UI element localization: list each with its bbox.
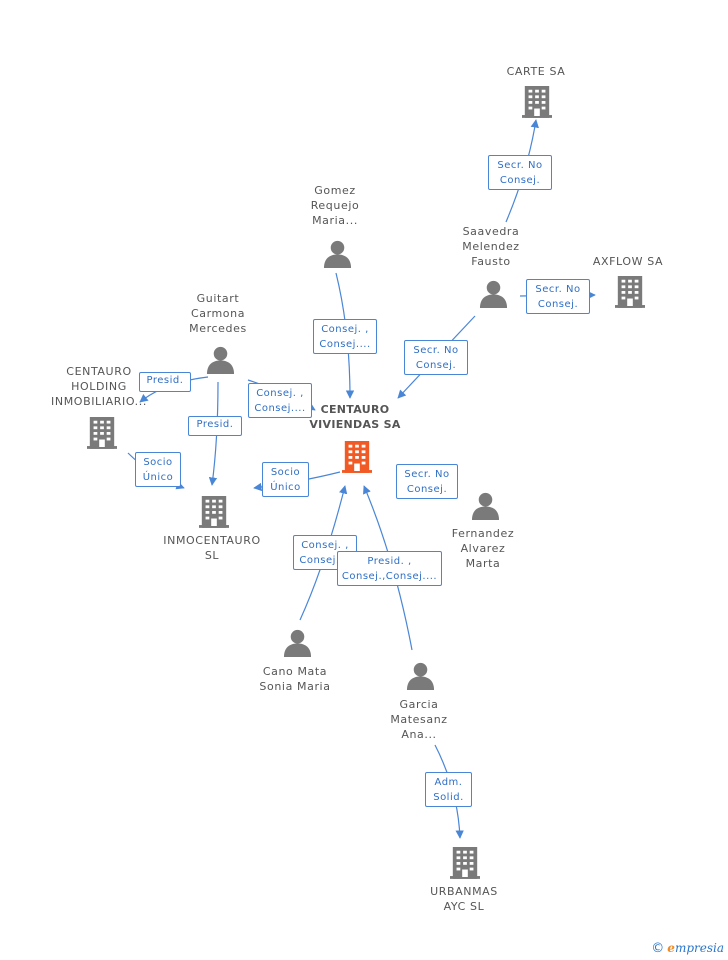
node-label-gomez[interactable]: Gomez Requejo Maria... — [310, 184, 360, 227]
edge-label-gomez-main[interactable]: Consej. , Consej.... — [313, 319, 377, 354]
edge-label-guitart-inmo[interactable]: Presid. — [188, 416, 242, 436]
edge-label-guitart-holding[interactable]: Presid. — [139, 372, 191, 392]
node-label-carte[interactable]: CARTE SA — [506, 65, 566, 78]
edge-label-garcia-urbanmas[interactable]: Adm. Solid. — [425, 772, 472, 807]
person-icon-fernandez — [471, 492, 500, 520]
edge-line-guitart-inmo — [208, 381, 219, 486]
person-icon-guitart — [206, 346, 235, 374]
building-icon-axflow — [615, 276, 645, 308]
person-icon-saavedra — [479, 280, 508, 308]
node-label-fernandez[interactable]: Fernandez Alvarez Marta — [451, 527, 515, 570]
node-label-urbanmas[interactable]: URBANMAS AYC SL — [430, 885, 498, 913]
building-icon-centauro-holding — [87, 417, 117, 449]
node-label-saavedra[interactable]: Saavedra Melendez Fausto — [462, 225, 520, 268]
building-icon-centauro-viviendas[interactable] — [342, 441, 372, 473]
edge-label-fernandez-main[interactable]: Secr. No Consej. — [396, 464, 458, 499]
node-label-axflow[interactable]: AXFLOW SA — [592, 255, 664, 268]
edge-label-garcia-main[interactable]: Presid. , Consej.,Consej.... — [337, 551, 442, 586]
node-label-centauro-holding[interactable]: CENTAURO HOLDING INMOBILIARIO... — [51, 365, 147, 408]
building-icon-urbanmas — [450, 847, 480, 879]
copyright-icon: © — [651, 941, 665, 956]
node-label-guitart[interactable]: Guitart Carmona Mercedes — [189, 292, 247, 335]
person-icon-cano — [283, 629, 312, 657]
building-icon-inmocentauro — [199, 496, 229, 528]
edge-label-guitart-main[interactable]: Consej. , Consej.... — [248, 383, 312, 418]
edge-label-holding-inmo[interactable]: Socio Único — [135, 452, 181, 487]
building-icon-carte — [522, 86, 552, 118]
edge-label-saavedra-carte[interactable]: Secr. No Consej. — [488, 155, 552, 190]
person-icon-garcia — [406, 662, 435, 690]
edge-label-saavedra-axflow[interactable]: Secr. No Consej. — [526, 279, 590, 314]
node-label-cano[interactable]: Cano Mata Sonia Maria — [259, 665, 331, 693]
node-label-garcia[interactable]: Garcia Matesanz Ana... — [390, 698, 448, 741]
edge-label-saavedra-main[interactable]: Secr. No Consej. — [404, 340, 468, 375]
person-icon-gomez — [323, 240, 352, 268]
node-label-inmocentauro[interactable]: INMOCENTAURO SL — [163, 534, 261, 562]
node-label-centauro-viviendas[interactable]: CENTAURO VIVIENDAS SA — [309, 403, 401, 431]
edge-label-main-inmo[interactable]: Socio Único — [262, 462, 309, 497]
empresia-logo: ©empresia — [651, 941, 724, 956]
